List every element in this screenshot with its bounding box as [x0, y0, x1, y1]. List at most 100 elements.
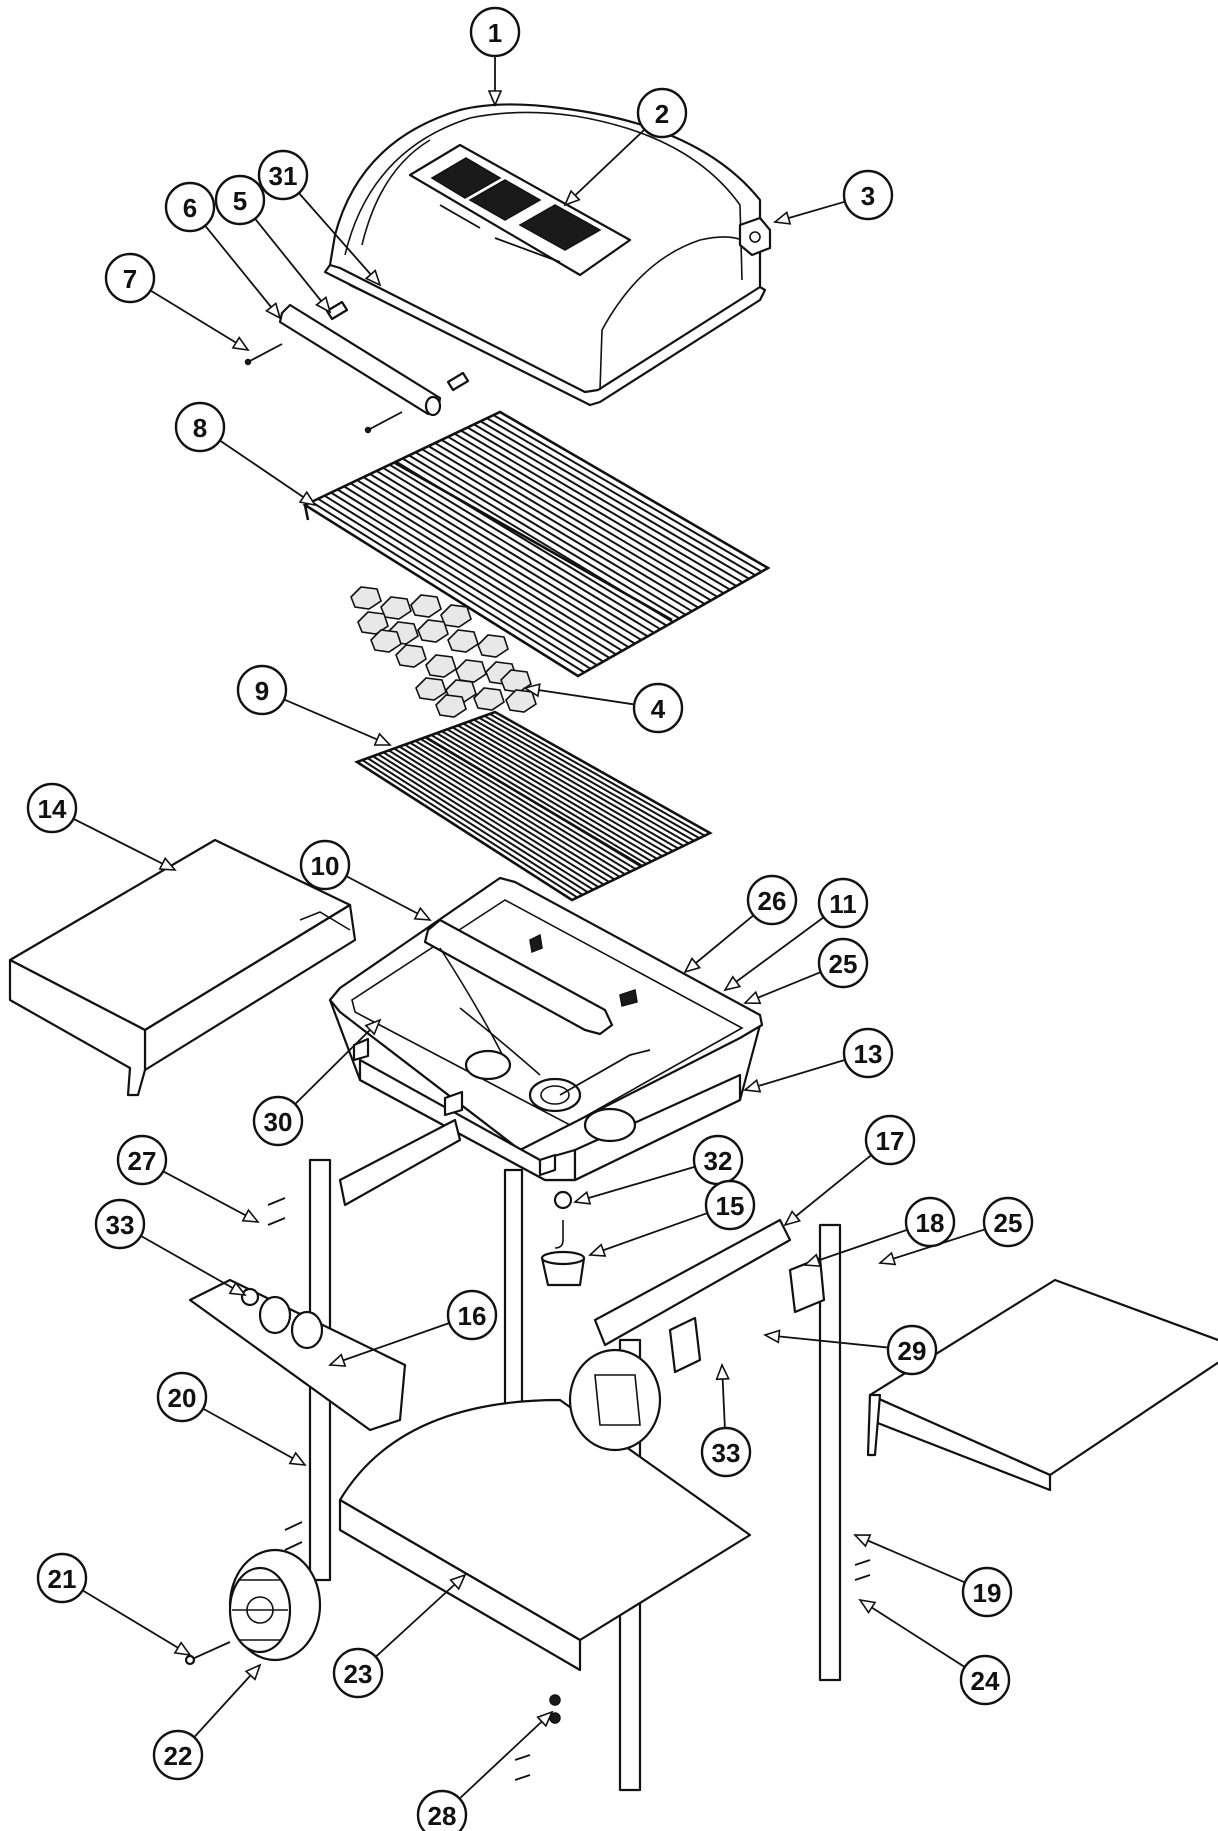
callout-c33a: 33	[94, 1198, 146, 1250]
grate-bar	[377, 753, 594, 891]
grate-bar	[446, 728, 663, 858]
callout-c22: 22	[152, 1729, 204, 1781]
briquette	[410, 594, 442, 618]
arrowhead-c25b	[878, 1251, 897, 1266]
callout-number: 15	[716, 1191, 745, 1221]
arrowhead-c4	[522, 683, 541, 698]
callout-c18: 18	[904, 1196, 956, 1248]
grate-bar	[486, 417, 756, 577]
briquette	[415, 677, 447, 701]
leader-line-c11	[724, 916, 825, 991]
handle-assembly	[244, 300, 470, 434]
callout-c27: 27	[116, 1134, 168, 1186]
grate-bar	[362, 476, 636, 645]
arrowhead-c30	[364, 1018, 382, 1036]
arrowhead-c27	[241, 1208, 260, 1223]
briquette	[505, 689, 537, 713]
callout-circle	[214, 174, 266, 226]
arrowhead-c19	[853, 1534, 872, 1548]
callout-number: 33	[712, 1438, 741, 1468]
callout-number: 13	[854, 1039, 883, 1069]
leader-line-c2	[564, 128, 646, 206]
arrowhead-c10	[413, 906, 432, 921]
callout-c11: 11	[817, 877, 869, 929]
callout-c33b: 33	[700, 1426, 752, 1478]
grate-bar	[457, 724, 674, 852]
grate-bar	[421, 448, 693, 613]
callout-circle	[842, 169, 894, 221]
callout-c7: 7	[104, 252, 156, 304]
grate-bar	[452, 726, 669, 855]
callout-c16: 16	[446, 1289, 498, 1341]
arrowhead-c29	[762, 1329, 781, 1344]
grate-bar	[383, 751, 600, 888]
grate-bar	[420, 738, 637, 870]
callout-circle	[704, 1179, 756, 1231]
callout-c9: 9	[236, 664, 288, 716]
charcoal-grate	[354, 710, 713, 902]
grate-bar	[453, 432, 725, 595]
briquette	[417, 619, 449, 643]
grate-bar	[414, 739, 631, 873]
callout-c5: 5	[214, 174, 266, 226]
grate-bar	[401, 457, 674, 623]
grate-bar	[409, 741, 626, 876]
grate-bar	[398, 745, 615, 881]
callout-number: 33	[106, 1210, 135, 1240]
arrowhead-c2	[563, 189, 581, 207]
arrowhead-c11	[723, 975, 742, 992]
callout-circle	[257, 149, 309, 201]
arrowhead-c21	[173, 1641, 192, 1657]
arrowhead-c9	[373, 732, 392, 746]
grate-bar	[349, 482, 623, 652]
leader-line-c24	[859, 1599, 966, 1668]
callout-circle	[817, 937, 869, 989]
grate-bar	[479, 420, 750, 580]
callout-circle	[469, 6, 521, 58]
leader-line-c16	[329, 1322, 450, 1366]
grate-bar	[473, 423, 744, 584]
callout-c32: 32	[692, 1134, 744, 1186]
callout-c1: 1	[469, 6, 521, 58]
left-side-shelf	[8, 838, 357, 1097]
leader-line-c27	[162, 1170, 259, 1223]
arrowhead-c17	[783, 1210, 802, 1227]
grate-bar	[367, 757, 584, 896]
arrowhead-c33b	[715, 1362, 730, 1381]
arrowhead-c20	[288, 1451, 307, 1466]
callout-circle	[416, 1789, 468, 1831]
callout-c30: 30	[252, 1095, 304, 1147]
leader-line-c23	[375, 1574, 466, 1658]
callout-number: 31	[269, 161, 298, 191]
callout-c24: 24	[959, 1654, 1011, 1706]
callout-number: 17	[876, 1126, 905, 1156]
callout-number: 25	[994, 1208, 1023, 1238]
callout-number: 24	[971, 1666, 1000, 1696]
grate-bar	[414, 451, 687, 616]
callout-c28: 28	[416, 1789, 468, 1831]
callout-c29: 29	[886, 1324, 938, 1376]
arrowhead-c5	[315, 295, 332, 314]
callout-number: 22	[164, 1741, 193, 1771]
grate-bar	[478, 716, 695, 842]
callout-number: 5	[233, 186, 247, 216]
callout-number: 9	[255, 676, 269, 706]
callout-number: 18	[916, 1208, 945, 1238]
firebox	[328, 876, 764, 1182]
callout-number: 30	[264, 1107, 293, 1137]
callout-circle	[961, 1566, 1013, 1618]
briquette	[380, 596, 412, 620]
grate-bar	[473, 718, 690, 845]
callout-number: 23	[344, 1659, 373, 1689]
leader-line-c22	[193, 1664, 261, 1738]
callout-number: 32	[704, 1146, 733, 1176]
callout-number: 2	[655, 99, 669, 129]
callout-c21: 21	[36, 1552, 88, 1604]
callout-circle	[446, 1289, 498, 1341]
grate-bar	[430, 734, 647, 865]
arrowhead-c26	[683, 957, 702, 974]
callout-c19: 19	[961, 1566, 1013, 1618]
callout-c20: 20	[156, 1371, 208, 1423]
